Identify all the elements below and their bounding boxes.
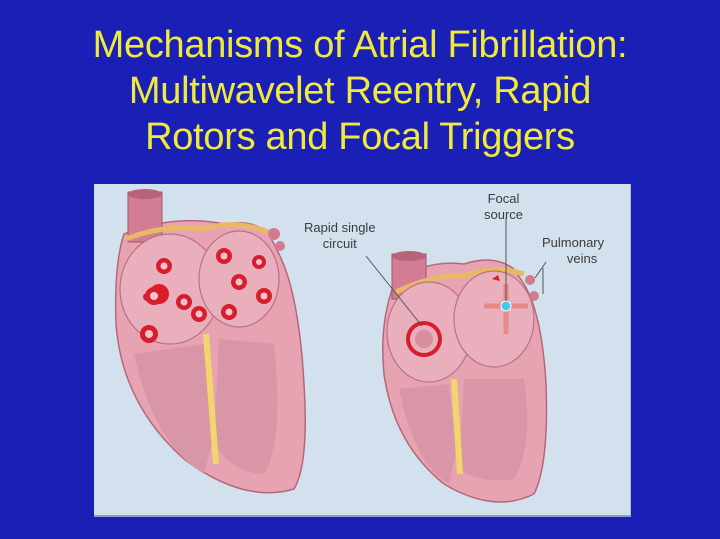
title-line-3: Rotors and Focal Triggers [145,116,575,158]
title-line-1: Mechanisms of Atrial Fibrillation: [92,24,628,66]
left-heart-multiwavelet [114,189,306,494]
label-pulmonary-veins: Pulmonary veins [542,235,605,266]
right-heart-focal [365,218,548,503]
label-focal-source: Focal source [484,191,524,222]
title-line-2: Multiwavelet Reentry, Rapid [128,70,592,112]
heart-diagrams [114,189,548,503]
illustration-panel: Rapid single circuit Focal source Pulmon… [94,184,631,517]
slide-title: Mechanisms of Atrial Fibrillation: Multi… [0,22,720,160]
label-rapid-single-circuit: Rapid single circuit [304,220,376,251]
